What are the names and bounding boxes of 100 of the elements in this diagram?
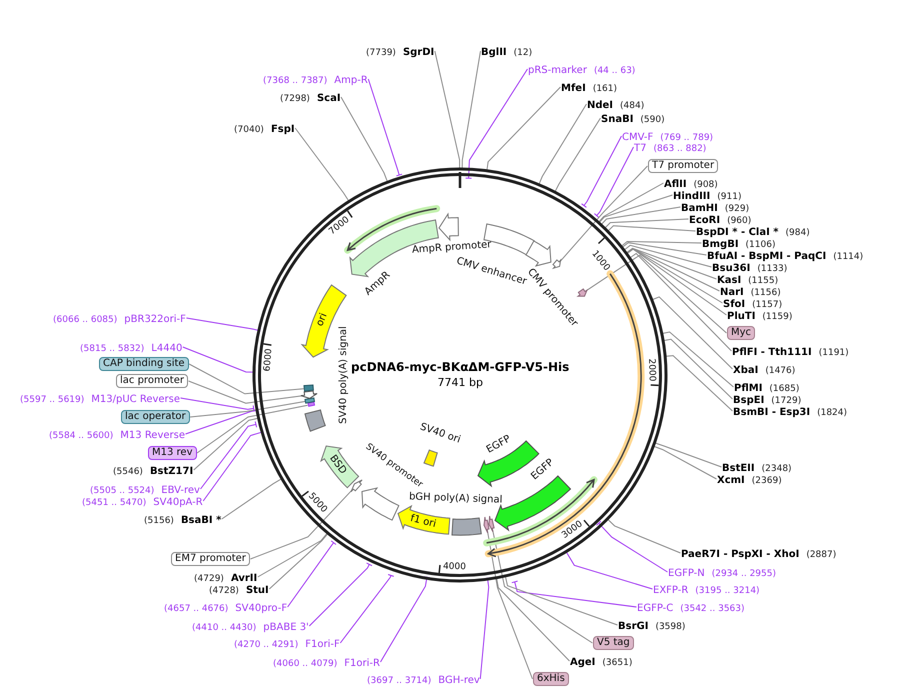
- feature-label: T7 promoter: [648, 159, 718, 173]
- primer-position: (4657 .. 4676): [164, 604, 228, 614]
- cut-site-position: (590): [640, 114, 665, 124]
- primer-position: (863 .. 882): [653, 144, 706, 154]
- leader-line: [496, 578, 570, 662]
- leader-line: [621, 241, 702, 246]
- feature-label: 6xHis: [533, 672, 569, 686]
- cut-site-position: (4729): [194, 574, 224, 584]
- leader-line: [558, 166, 648, 263]
- primer-name: EBV-rev: [161, 484, 200, 496]
- primer-position: (4270 .. 4291): [234, 640, 298, 650]
- enzyme-name: PflFI - Tth111I: [732, 346, 812, 358]
- leader-line: [630, 252, 732, 352]
- cut-site-position: (1156): [750, 288, 781, 298]
- leader-line: [654, 446, 717, 480]
- primer-name: Amp-R: [334, 74, 368, 86]
- primer-name: SV40pA-R: [153, 496, 203, 508]
- leader-line: [599, 194, 673, 223]
- leader-line: [287, 540, 336, 608]
- primer-name: SV40pro-F: [235, 602, 288, 614]
- primer-position: (5451 .. 5470): [82, 498, 146, 508]
- feature-name: SV40 ori: [418, 421, 462, 446]
- feature-name: SV40 poly(A) signal: [338, 326, 350, 424]
- primer-name: EXFP-R: [653, 584, 688, 596]
- cut-site-position: (1106): [746, 240, 776, 250]
- enzyme-name: EcoRI: [689, 214, 720, 226]
- enzyme-name: BstZ17I: [150, 466, 194, 476]
- enzyme-name: NdeI: [587, 100, 614, 110]
- leader-line: [608, 225, 696, 232]
- feature-name: bGH poly(A) signal: [408, 491, 503, 507]
- enzyme-name: BsaBI *: [180, 514, 222, 526]
- leader-line: [434, 50, 460, 168]
- leader-line: [268, 534, 328, 590]
- enzyme-name: Bsu36I: [712, 262, 750, 274]
- cut-site-position: (12): [514, 48, 532, 58]
- cut-site-position: (7040): [234, 124, 264, 134]
- primer-position: (4060 .. 4079): [273, 658, 338, 668]
- cut-site-position: (2369): [752, 476, 782, 486]
- enzyme-name: SnaBI: [601, 114, 634, 124]
- primer-name: pRS-marker: [528, 64, 587, 76]
- leader-line: [626, 248, 720, 292]
- leader-line: [664, 338, 733, 400]
- leader-line: [486, 528, 533, 680]
- cut-site-position: (7739): [366, 48, 396, 58]
- leader-line: [608, 519, 681, 554]
- primer-position: (5597 .. 5619): [20, 394, 84, 404]
- primer-position: (3195 .. 3214): [695, 586, 760, 596]
- leader-line: [601, 206, 681, 225]
- cut-site-position: (1729): [771, 396, 802, 406]
- primer-position: (44 .. 63): [594, 66, 636, 76]
- primer-name: F1ori-R: [344, 658, 380, 668]
- leader-line: [584, 254, 727, 334]
- enzyme-name: NarI: [720, 286, 744, 298]
- primer-position: (769 .. 789): [660, 132, 714, 142]
- feature-label: Myc: [727, 326, 756, 340]
- cut-site-position: (1824): [817, 408, 848, 418]
- leader-line: [465, 68, 528, 179]
- enzyme-name: XbaI: [733, 364, 758, 376]
- cut-site-position: (1155): [748, 276, 778, 286]
- enzyme-name: AflII: [664, 178, 687, 190]
- leader-line: [581, 136, 622, 208]
- enzyme-name: SgrDI: [402, 46, 434, 58]
- leader-line: [626, 248, 717, 280]
- enzyme-name: BsmBI - Esp3I: [733, 406, 810, 418]
- leader-line: [188, 364, 304, 394]
- primer-name: M13/pUC Reverse: [91, 394, 180, 404]
- leader-line: [200, 421, 258, 490]
- leader-line: [193, 418, 258, 470]
- leader-line: [196, 404, 308, 454]
- feature-label: V5 tag: [593, 636, 634, 650]
- primer-name: pBABE 3': [263, 622, 309, 632]
- enzyme-name: SfoI: [723, 298, 746, 310]
- cut-site-position: (5156): [144, 516, 174, 526]
- scale-number: 6000: [262, 348, 274, 372]
- leader-line: [627, 248, 727, 316]
- primer-position: (6066 .. 6085): [53, 314, 118, 324]
- leader-line: [294, 128, 349, 202]
- enzyme-name: BstEII: [722, 462, 755, 474]
- cut-site-position: (7298): [280, 94, 310, 104]
- primer-position: (7368 .. 7387): [263, 76, 328, 86]
- primer-name: EGFP-N: [668, 568, 705, 578]
- primer-position: (5815 .. 5832): [80, 344, 144, 354]
- leader-line: [340, 574, 394, 644]
- cut-site-position: (161): [592, 84, 618, 94]
- leader-line: [505, 576, 618, 626]
- feature-label: lac operator: [121, 410, 190, 424]
- enzyme-name: PflMI: [734, 382, 762, 394]
- primer-name: F1ori-F: [305, 638, 340, 650]
- cut-site-position: (911): [717, 192, 742, 202]
- enzyme-name: AvrII: [230, 572, 258, 584]
- feature-name: AmpR promoter: [411, 240, 492, 257]
- primer-position: (5505 .. 5524): [90, 486, 154, 496]
- cut-site-position: (1133): [757, 264, 788, 274]
- enzyme-name: FspI: [270, 124, 295, 134]
- primer-position: (2934 .. 2955): [712, 568, 776, 578]
- primer-name: L4440: [151, 342, 182, 354]
- leader-line: [308, 562, 372, 626]
- cut-site-position: (1159): [762, 312, 792, 322]
- enzyme-name: HindIII: [673, 190, 710, 202]
- cut-site-position: (960): [727, 216, 752, 226]
